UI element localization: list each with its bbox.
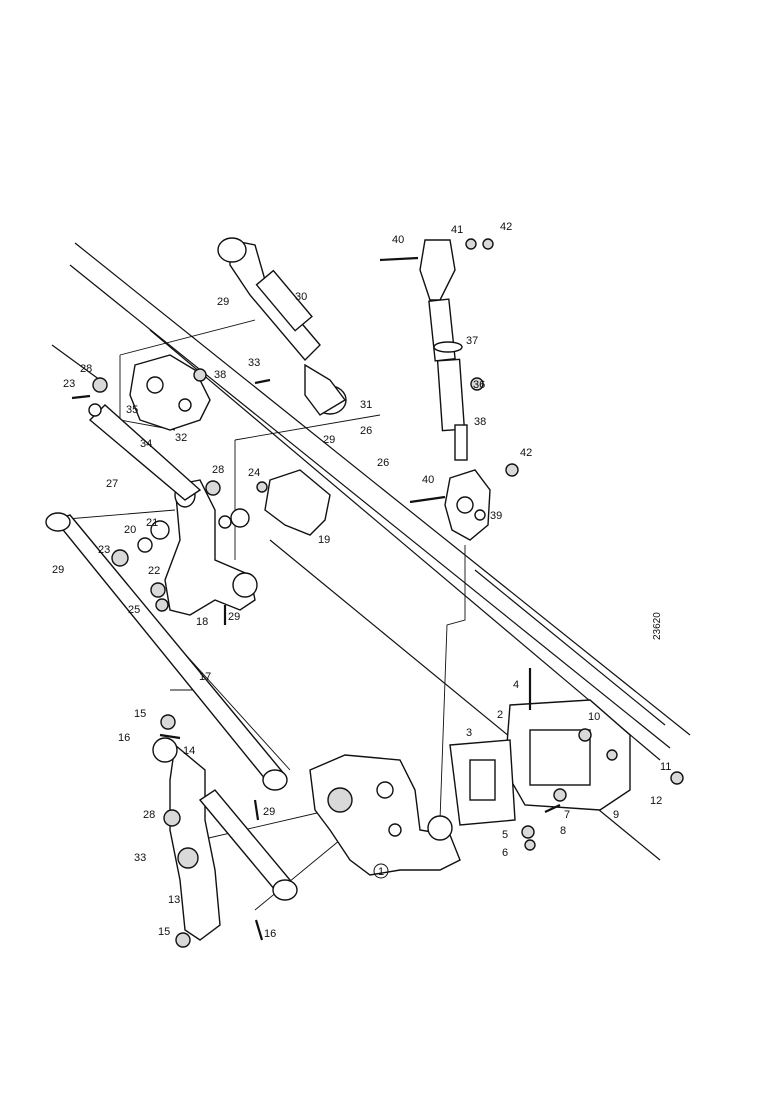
- mounting-bracket: [449, 699, 684, 851]
- callout-10: 10: [588, 711, 600, 723]
- callout-15b: 15: [158, 926, 170, 938]
- callout-41: 41: [451, 224, 463, 236]
- bolts: [71, 256, 561, 941]
- callout-4: 4: [513, 679, 519, 691]
- callout-7: 7: [564, 809, 570, 821]
- callout-18: 18: [196, 616, 208, 628]
- callout-24: 24: [248, 467, 260, 479]
- callout-6: 6: [502, 847, 508, 859]
- steering-gear-box: [309, 754, 461, 876]
- steering-shaft: [419, 238, 494, 461]
- callout-29e: 29: [263, 806, 275, 818]
- callout-40b: 40: [422, 474, 434, 486]
- callout-28b: 28: [212, 464, 224, 476]
- callout-29a: 29: [217, 296, 229, 308]
- callout-25: 25: [128, 604, 140, 616]
- callout-36: 36: [473, 379, 485, 391]
- callout-12: 12: [650, 795, 662, 807]
- callout-21: 21: [146, 517, 158, 529]
- callout-29c: 29: [52, 564, 64, 576]
- callout-14: 14: [183, 745, 195, 757]
- callout-28c: 28: [143, 809, 155, 821]
- callout-11: 11: [660, 761, 671, 773]
- callout-33b: 33: [134, 852, 146, 864]
- bracket-34: [129, 354, 211, 431]
- callout-34: 34: [140, 438, 152, 450]
- callout-23b: 23: [98, 544, 110, 556]
- callout-37: 37: [466, 335, 478, 347]
- callout-35: 35: [126, 404, 138, 416]
- callout-22: 22: [148, 565, 160, 577]
- callout-38b: 38: [474, 416, 486, 428]
- callout-16a: 16: [118, 732, 130, 744]
- callout-28a: 28: [80, 363, 92, 375]
- steering-arm-13: [152, 714, 221, 948]
- callout-26b: 26: [377, 457, 389, 469]
- idler-arm-18: [111, 479, 258, 616]
- callout-38a: 38: [214, 369, 226, 381]
- callout-labels: 1 2 3 4 5 6 7 8 9 10 11 12 13 14 15 15 1…: [52, 221, 671, 940]
- callout-42b: 42: [520, 447, 532, 459]
- callout-19: 19: [318, 534, 330, 546]
- callout-31: 31: [360, 399, 372, 411]
- callout-2: 2: [497, 709, 503, 721]
- callout-30: 30: [295, 291, 307, 303]
- callout-23: 23: [63, 378, 75, 390]
- callout-1-circle: [373, 863, 389, 879]
- callout-27: 27: [106, 478, 118, 490]
- callout-33: 33: [248, 357, 260, 369]
- callout-1: 1: [378, 866, 384, 878]
- callout-17: 17: [199, 671, 211, 683]
- frame-rails: [51, 242, 691, 861]
- callout-3: 3: [466, 727, 472, 739]
- callout-26a: 26: [360, 425, 372, 437]
- callout-29b: 29: [323, 434, 335, 446]
- callout-39: 39: [490, 510, 502, 522]
- drag-link-17: [45, 512, 288, 791]
- tie-rod-lower: [198, 789, 298, 901]
- callout-32: 32: [175, 432, 187, 444]
- callout-29d: 29: [228, 611, 240, 623]
- callout-40a: 40: [392, 234, 404, 246]
- bracket-19: [218, 469, 331, 536]
- link-27: [88, 377, 221, 501]
- callout-42a: 42: [500, 221, 512, 233]
- callout-8: 8: [560, 825, 566, 837]
- callout-15a: 15: [134, 708, 146, 720]
- callout-16b: 16: [264, 928, 276, 940]
- callout-9: 9: [613, 809, 619, 821]
- damper-30: [217, 237, 347, 416]
- universal-joint-39: [444, 463, 519, 541]
- callout-20: 20: [124, 524, 136, 536]
- drawing-code: 23620: [652, 612, 663, 640]
- callout-5: 5: [502, 829, 508, 841]
- callout-13: 13: [168, 894, 180, 906]
